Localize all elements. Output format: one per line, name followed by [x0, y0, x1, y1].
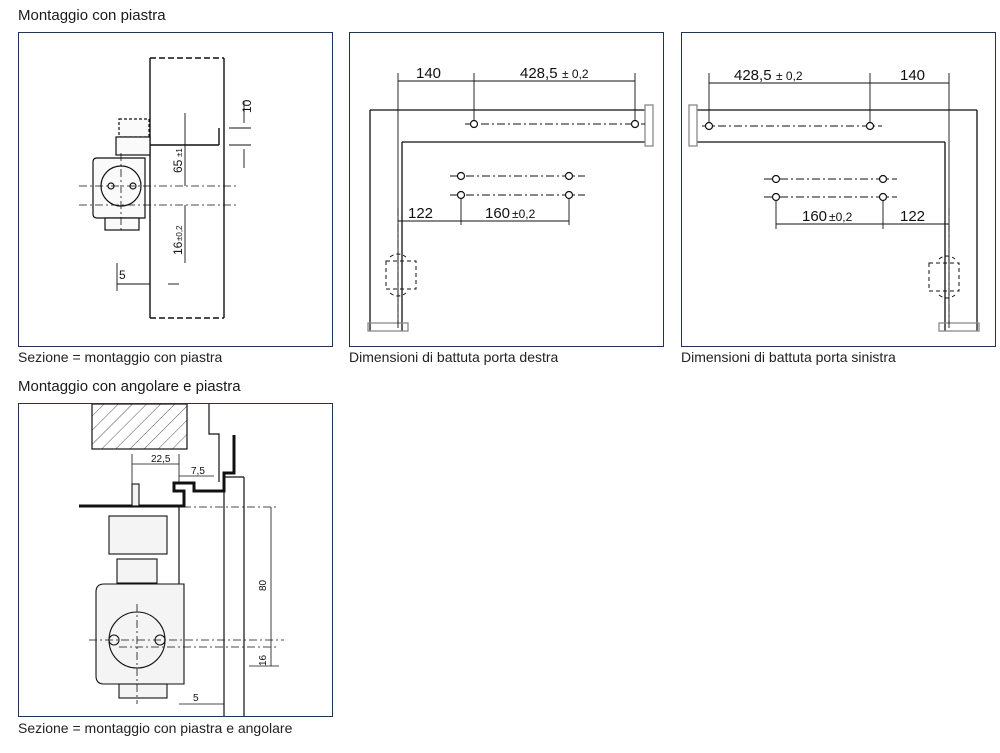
dim-428-5: 428,5 — [520, 65, 558, 82]
frame-outline — [367, 104, 654, 332]
caption-left-door: Dimensioni di battuta porta sinistra — [681, 349, 896, 365]
dim-65-tolerance: ±1 — [175, 148, 184, 157]
dim-16-tolerance: ±0,2 — [175, 225, 184, 241]
holes — [456, 119, 640, 200]
dim-140: 140 — [416, 65, 441, 82]
centerlines — [89, 506, 284, 704]
dimension-lines — [708, 73, 950, 323]
section-title-plate-mounting: Montaggio con piastra — [18, 7, 166, 24]
caption-bracket-plate-section: Sezione = montaggio con piastra e angola… — [18, 720, 293, 736]
hinge-outline — [385, 253, 417, 297]
dimension-lines — [116, 101, 251, 291]
frame-profile — [149, 57, 225, 319]
section-title-bracket-plate-mounting: Montaggio con angolare e piastra — [18, 378, 241, 395]
plate-section-svg: 10 65 ±1 16 ±0,2 5 — [79, 57, 254, 319]
dim-122: 122 — [408, 205, 433, 222]
dim-22-5: 22,5 — [151, 454, 171, 465]
dim-16: 16 — [171, 241, 185, 255]
dim-160-tolerance: ±0,2 — [829, 210, 853, 224]
drawing-plate-section: 10 65 ±1 16 ±0,2 5 — [18, 32, 333, 347]
dim-160-tolerance: ±0,2 — [512, 207, 536, 221]
dim-80: 80 — [258, 579, 269, 591]
drawing-right-door: 140 428,5 ± 0,2 122 160 ±0,2 — [349, 32, 664, 347]
drawing-bracket-plate-section: 22,5 7,5 80 16 5 — [18, 403, 333, 717]
dim-5: 5 — [193, 693, 199, 704]
dim-7-5: 7,5 — [191, 466, 205, 477]
hole-centerlines — [397, 123, 645, 331]
frame-outline — [688, 104, 980, 332]
frame-profile — [79, 404, 245, 716]
caption-plate-section: Sezione = montaggio con piastra — [18, 349, 223, 365]
dim-122: 122 — [900, 208, 925, 225]
dim-160: 160 — [802, 208, 827, 225]
dim-10: 10 — [240, 99, 254, 113]
dim-16: 16 — [258, 654, 269, 666]
dim-140: 140 — [900, 67, 925, 84]
dim-428-5-tolerance: ± 0,2 — [776, 69, 803, 83]
dimension-lines — [397, 73, 636, 323]
dimension-lines — [131, 454, 279, 705]
dim-5: 5 — [119, 268, 126, 282]
closer-body — [95, 483, 185, 699]
right-door-svg: 140 428,5 ± 0,2 122 160 ±0,2 — [367, 65, 654, 332]
caption-right-door: Dimensioni di battuta porta destra — [349, 349, 559, 365]
dim-65: 65 — [171, 159, 185, 173]
hole-centerlines — [702, 125, 950, 331]
dim-428-5: 428,5 — [734, 67, 772, 84]
bracket-section-svg: 22,5 7,5 80 16 5 — [79, 404, 284, 716]
dim-160: 160 — [485, 205, 510, 222]
closer-body — [92, 118, 151, 231]
drawing-left-door: 428,5 ± 0,2 140 160 ±0,2 122 — [681, 32, 996, 347]
holes — [704, 121, 888, 202]
left-door-svg: 428,5 ± 0,2 140 160 ±0,2 122 — [688, 67, 980, 332]
centerlines — [79, 153, 239, 233]
dim-428-5-tolerance: ± 0,2 — [562, 67, 589, 81]
hinge-outline — [928, 255, 960, 299]
lintel-hatch — [91, 404, 188, 450]
